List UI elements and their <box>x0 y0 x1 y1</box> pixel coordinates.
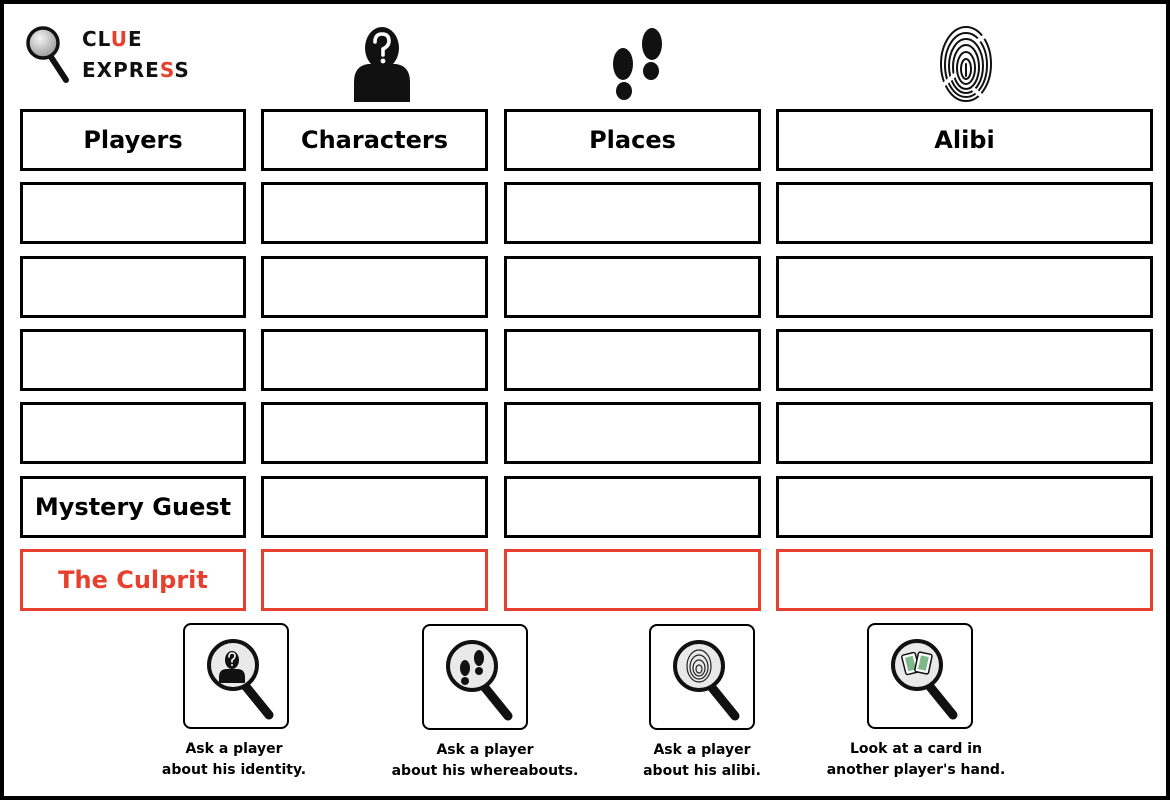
character-cell-1[interactable] <box>261 182 488 244</box>
place-cell-1[interactable] <box>504 182 761 244</box>
silhouette-question-icon <box>354 27 410 102</box>
mystery-guest-label: Mystery Guest <box>20 476 246 538</box>
action-card-token <box>867 623 973 729</box>
alibi-cell-2[interactable] <box>776 256 1153 318</box>
action-identity-token <box>183 623 289 729</box>
place-cell-4[interactable] <box>504 402 761 464</box>
logo-text: CLUE EXPRESS <box>82 27 190 82</box>
footprints-icon <box>613 28 662 100</box>
magnifier-logo-icon <box>26 26 69 83</box>
alibi-cell-3[interactable] <box>776 329 1153 391</box>
mystery-guest-place-cell[interactable] <box>504 476 761 538</box>
mystery-guest-character-cell[interactable] <box>261 476 488 538</box>
place-cell-3[interactable] <box>504 329 761 391</box>
header-places: Places <box>504 109 761 171</box>
alibi-cell-1[interactable] <box>776 182 1153 244</box>
player-name-cell-1[interactable] <box>20 182 246 244</box>
culprit-character-cell[interactable] <box>261 549 488 611</box>
alibi-cell-4[interactable] <box>776 402 1153 464</box>
culprit-alibi-cell[interactable] <box>776 549 1153 611</box>
clue-express-logo: CLUE EXPRESS <box>24 24 224 94</box>
fingerprint-icon <box>940 26 992 102</box>
player-name-cell-2[interactable] <box>20 256 246 318</box>
magnifier-cards-icon <box>891 639 958 720</box>
culprit-label: The Culprit <box>20 549 246 611</box>
character-cell-3[interactable] <box>261 329 488 391</box>
header-characters: Characters <box>261 109 488 171</box>
magnifier-identity-icon <box>207 639 274 720</box>
player-name-cell-4[interactable] <box>20 402 246 464</box>
header-alibi: Alibi <box>776 109 1153 171</box>
header-players: Players <box>20 109 246 171</box>
magnifier-footprints-icon <box>446 640 513 721</box>
action-whereabouts-token <box>422 624 528 730</box>
mystery-guest-alibi-cell[interactable] <box>776 476 1153 538</box>
action-alibi-token <box>649 624 755 730</box>
character-cell-2[interactable] <box>261 256 488 318</box>
player-name-cell-3[interactable] <box>20 329 246 391</box>
place-cell-2[interactable] <box>504 256 761 318</box>
culprit-place-cell[interactable] <box>504 549 761 611</box>
magnifier-fingerprint-icon <box>673 640 740 721</box>
character-cell-4[interactable] <box>261 402 488 464</box>
